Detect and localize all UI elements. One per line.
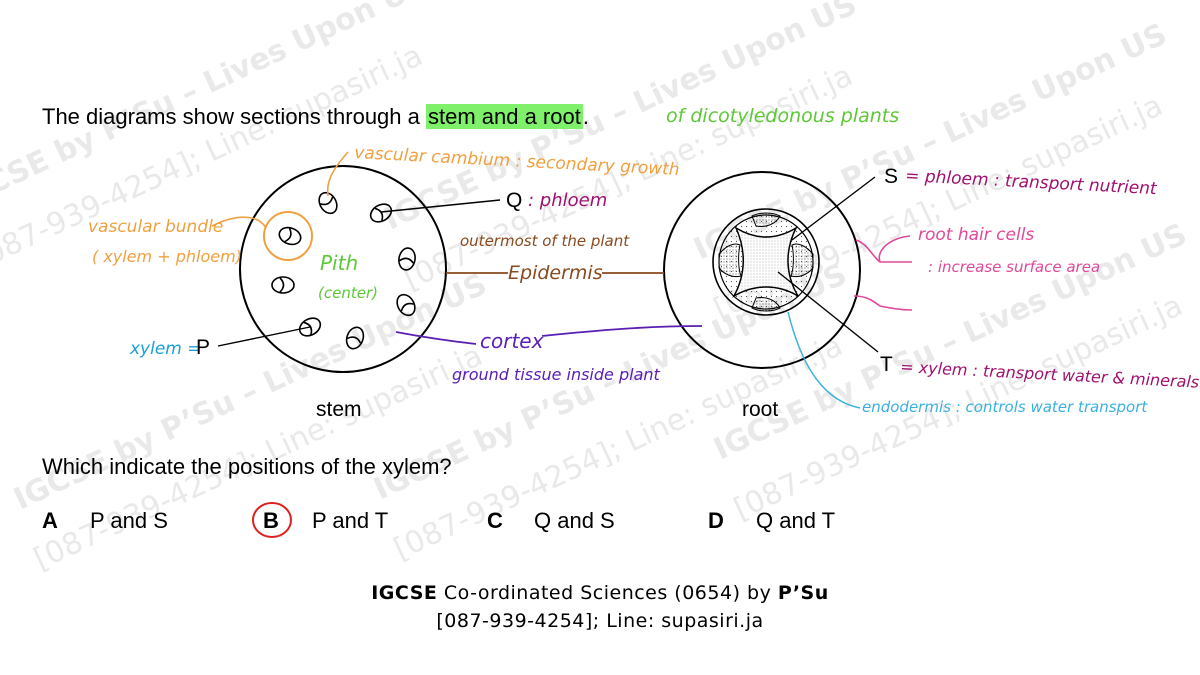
question-suffix: . xyxy=(582,104,589,129)
answer-circle xyxy=(252,502,292,538)
annotation-outermost: outermost of the plant xyxy=(460,232,630,250)
option-a-text[interactable]: P and S xyxy=(90,508,168,533)
label-t: T xyxy=(880,353,893,376)
stem-diagram xyxy=(217,165,501,373)
leader-t xyxy=(777,271,879,353)
root-hair-upper xyxy=(855,235,912,263)
annotation-s-phloem: = phloem : transport nutrient xyxy=(905,166,1159,199)
annotation-ground: ground tissue inside plant xyxy=(452,365,661,384)
cortex-pointer-right xyxy=(541,325,703,337)
leader-s xyxy=(791,176,876,241)
root-phloem-right xyxy=(790,243,814,278)
stem-caption: stem xyxy=(316,398,362,421)
option-c-text[interactable]: Q and S xyxy=(534,508,615,533)
root-caption: root xyxy=(742,398,778,421)
annotation-cortex: cortex xyxy=(480,329,544,353)
option-c-letter[interactable]: C xyxy=(487,508,503,533)
root-phloem-left xyxy=(718,243,742,278)
root-phloem-bottom xyxy=(751,297,781,312)
endodermis-pointer xyxy=(787,311,861,409)
annotation-epidermis: Epidermis xyxy=(508,262,603,284)
bundle-highlight-circle xyxy=(263,211,313,261)
root-outline xyxy=(663,171,861,369)
annotation-bundle-2: ( xylem + phloem) xyxy=(92,247,242,266)
annotation-t-xylem: = xylem : transport water & minerals xyxy=(900,357,1200,392)
annotation-cambium: vascular cambium : secondary growth xyxy=(354,143,680,180)
footer-course: Co-ordinated Sciences (0654) by xyxy=(437,582,778,604)
annotation-pith-center: (center) xyxy=(318,284,378,302)
bundle-pointer xyxy=(211,216,267,229)
option-d-text[interactable]: Q and T xyxy=(756,508,836,533)
annotation-dicot: of dicotyledonous plants xyxy=(666,105,899,127)
annotation-pith: Pith xyxy=(320,251,358,275)
label-q: Q xyxy=(506,189,522,212)
leader-q xyxy=(380,199,501,213)
footer-author: P’Su xyxy=(777,582,829,604)
option-b-letter[interactable]: B xyxy=(263,508,279,533)
root-xylem-star-fill xyxy=(734,228,798,296)
label-s: S xyxy=(884,165,898,188)
annotation-bundle-1: vascular bundle xyxy=(88,217,223,237)
leader-p xyxy=(217,326,311,347)
question-prefix: The diagrams show sections through a xyxy=(42,104,426,129)
question-highlight: stem and a root xyxy=(425,104,583,129)
annotation-roothair-2: : increase surface area xyxy=(928,258,1100,276)
annotation-endodermis: endodermis : controls water transport xyxy=(862,398,1148,416)
option-a-letter[interactable]: A xyxy=(42,508,58,533)
cortex-pointer-left xyxy=(395,331,477,345)
root-diagram xyxy=(663,171,913,409)
root-vascular-outer xyxy=(712,208,820,316)
root-phloem-top xyxy=(751,212,781,227)
annotation-q-phloem: : phloem xyxy=(528,190,607,211)
option-d-letter[interactable]: D xyxy=(708,508,724,533)
footer-line-2: [087-939-4254]; Line: supasiri.ja xyxy=(436,610,764,632)
annotation-roothair-1: root hair cells xyxy=(918,225,1034,245)
annotation-xylem-p: xylem = xyxy=(129,339,202,359)
root-hair-lower xyxy=(853,295,913,311)
footer-line-1: IGCSE Co-ordinated Sciences (0654) by P’… xyxy=(0,582,1200,604)
cambium-pointer xyxy=(326,151,349,197)
label-p: P xyxy=(196,336,210,359)
footer-igcse: IGCSE xyxy=(371,582,438,604)
option-b-text[interactable]: P and T xyxy=(312,508,389,533)
stem-outline xyxy=(239,165,447,373)
question-prompt: Which indicate the positions of the xyle… xyxy=(42,454,452,479)
vascular-bundles xyxy=(271,191,416,350)
question-title: The diagrams show sections through a ste… xyxy=(42,104,589,130)
